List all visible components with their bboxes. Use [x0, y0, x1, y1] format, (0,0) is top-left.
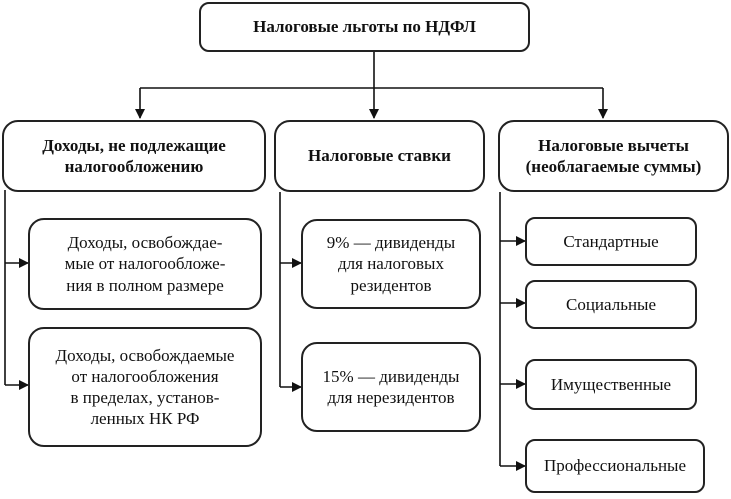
deduction-professional-node: Профессиональные: [525, 439, 705, 493]
rate-9-percent-node: 9% — дивиденды для налоговых резидентов: [301, 219, 481, 309]
tax-deductions-header: Налоговые вычеты (необлагаемые суммы): [498, 120, 729, 192]
tax-rates-header: Налоговые ставки: [274, 120, 485, 192]
deduction-standard-node: Стандартные: [525, 217, 697, 266]
income-fully-exempt-node: Доходы, освобождае- мые от налогообложе-…: [28, 218, 262, 310]
root-node: Налоговые льготы по НДФЛ: [199, 2, 530, 52]
income-exempt-header: Доходы, не подлежащие налогообложению: [2, 120, 266, 192]
deduction-property-node: Имущественные: [525, 359, 697, 410]
income-partially-exempt-node: Доходы, освобождаемые от налогообложения…: [28, 327, 262, 447]
rate-15-percent-node: 15% — дивиденды для нерезидентов: [301, 342, 481, 432]
deduction-social-node: Социальные: [525, 280, 697, 329]
